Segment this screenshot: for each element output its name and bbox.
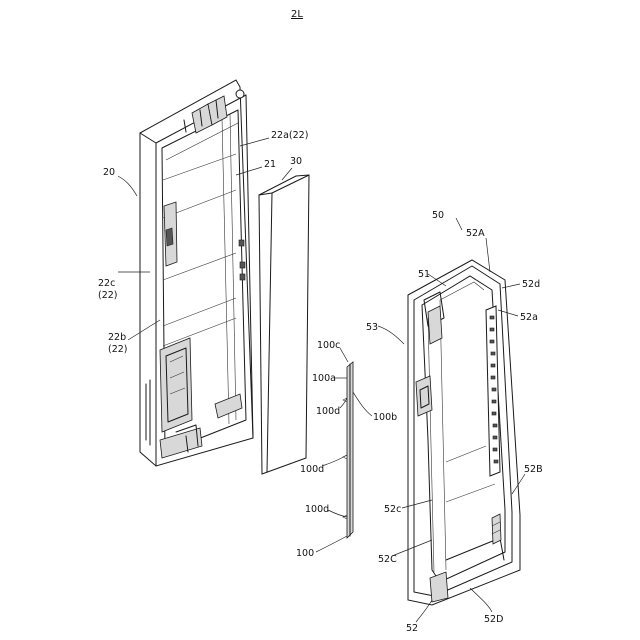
label-20: 20 <box>103 167 115 178</box>
label-100d-lower: 100d <box>305 504 329 515</box>
label-100: 100 <box>296 548 314 559</box>
door-frame-20 <box>140 80 253 466</box>
label-22c: 22c <box>98 278 115 289</box>
label-30: 30 <box>290 156 302 167</box>
label-53: 53 <box>366 322 378 333</box>
label-52A: 52A <box>466 228 485 239</box>
label-100a: 100a <box>312 373 336 384</box>
label-52D: 52D <box>484 614 503 625</box>
label-100d-middle: 100d <box>300 464 324 475</box>
label-50: 50 <box>432 210 444 221</box>
label-21: 21 <box>264 159 276 170</box>
label-100c: 100c <box>317 340 340 351</box>
label-22a: 22a(22) <box>271 130 308 141</box>
label-52c: 52c <box>384 504 401 515</box>
label-52: 52 <box>406 623 418 634</box>
label-100b: 100b <box>373 412 397 423</box>
figure-title: 2L <box>291 9 303 20</box>
label-52a: 52a <box>520 312 538 323</box>
label-100d-upper: 100d <box>316 406 340 417</box>
label-52B: 52B <box>524 464 543 475</box>
panel-30 <box>259 175 309 474</box>
label-52d: 52d <box>522 279 540 290</box>
label-52C: 52C <box>378 554 397 565</box>
label-22b: 22b <box>108 332 126 343</box>
label-22b-paren: (22) <box>108 344 128 355</box>
label-51: 51 <box>418 269 430 280</box>
gasket-strip-100 <box>343 362 353 538</box>
label-22c-paren: (22) <box>98 290 118 301</box>
